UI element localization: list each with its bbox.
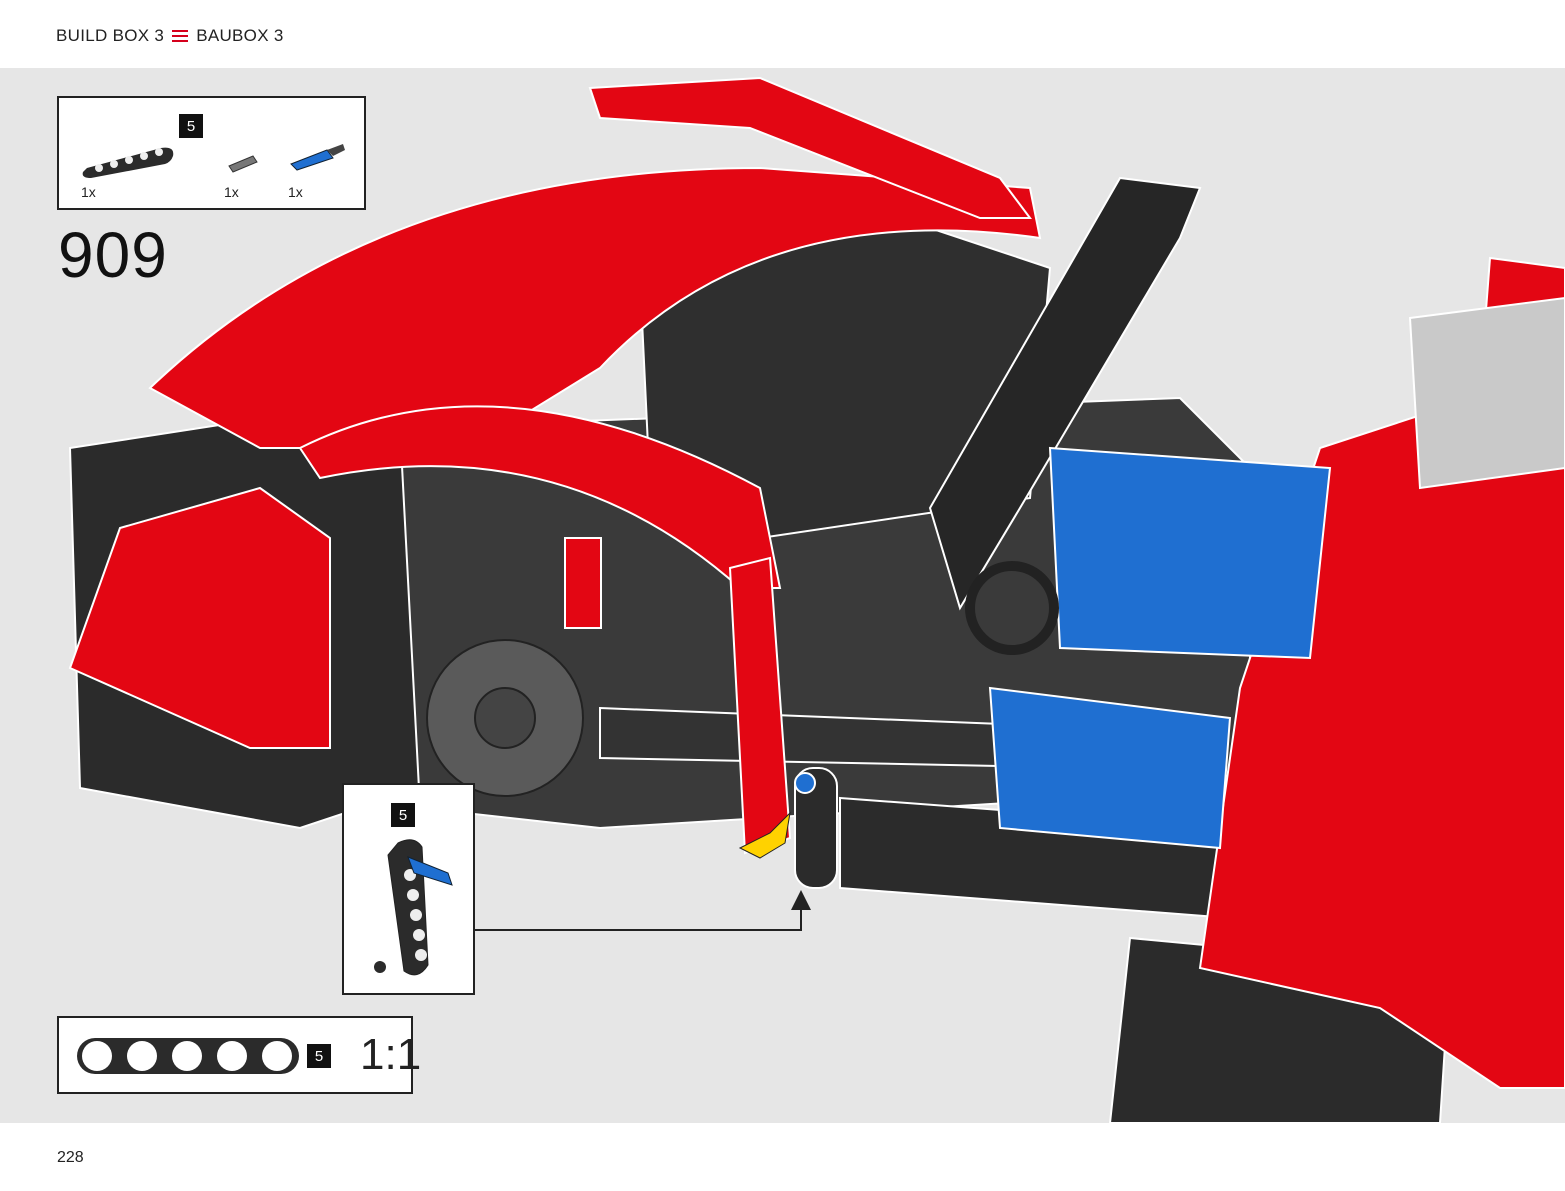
pin-icon	[228, 155, 258, 173]
roll-bar	[928, 176, 1202, 611]
scale-beam-icon	[77, 1038, 299, 1074]
target-beam	[794, 767, 838, 889]
red-beam	[728, 556, 792, 855]
page-header: BUILD BOX 3 BAUBOX 3	[0, 0, 1565, 68]
qty-pin: 1x	[224, 184, 239, 200]
page-number: 228	[57, 1149, 84, 1166]
hub	[474, 687, 536, 749]
steering-wheel	[965, 561, 1059, 655]
beam-5-icon	[82, 147, 174, 178]
axle-pin-icon	[290, 144, 345, 171]
step-number: 909	[58, 219, 168, 291]
insert-arrow-icon	[738, 811, 791, 859]
parts-list-box: 5 1x 1x 1x	[57, 96, 366, 210]
sub-assembly-callout: 5	[342, 783, 475, 995]
sub-assembly-beam-icon	[374, 839, 453, 976]
build-box-label: BUILD BOX 3 BAUBOX 3	[56, 26, 284, 46]
page-footer: 228	[0, 1123, 1565, 1191]
qty-axle-pin: 1x	[288, 184, 303, 200]
scale-badge: 5	[307, 1044, 331, 1068]
qty-beam: 1x	[81, 184, 96, 200]
instruction-canvas	[0, 68, 1565, 1123]
build-box-en: BUILD BOX 3	[56, 26, 165, 45]
scale-ratio: 1:1	[360, 1030, 422, 1079]
top-arc	[588, 76, 1032, 219]
grey-mechanism	[1408, 296, 1565, 490]
callout-connector	[475, 896, 802, 931]
blue-steering-assembly	[1048, 446, 1332, 660]
blue-steering-assembly	[988, 686, 1232, 850]
shock-absorber	[564, 537, 602, 629]
model-illustration	[68, 76, 1565, 1123]
front-fender	[68, 486, 331, 749]
length-badge: 5	[179, 114, 203, 138]
build-box-de: BAUBOX 3	[196, 26, 284, 45]
scale-reference-box: 5	[57, 1016, 413, 1094]
wheel-arch	[298, 405, 782, 589]
sub-assembly-badge: 5	[391, 803, 415, 827]
callout-arrowhead-icon	[791, 890, 811, 910]
blue-pin	[794, 772, 816, 794]
flag-icon	[172, 30, 189, 42]
